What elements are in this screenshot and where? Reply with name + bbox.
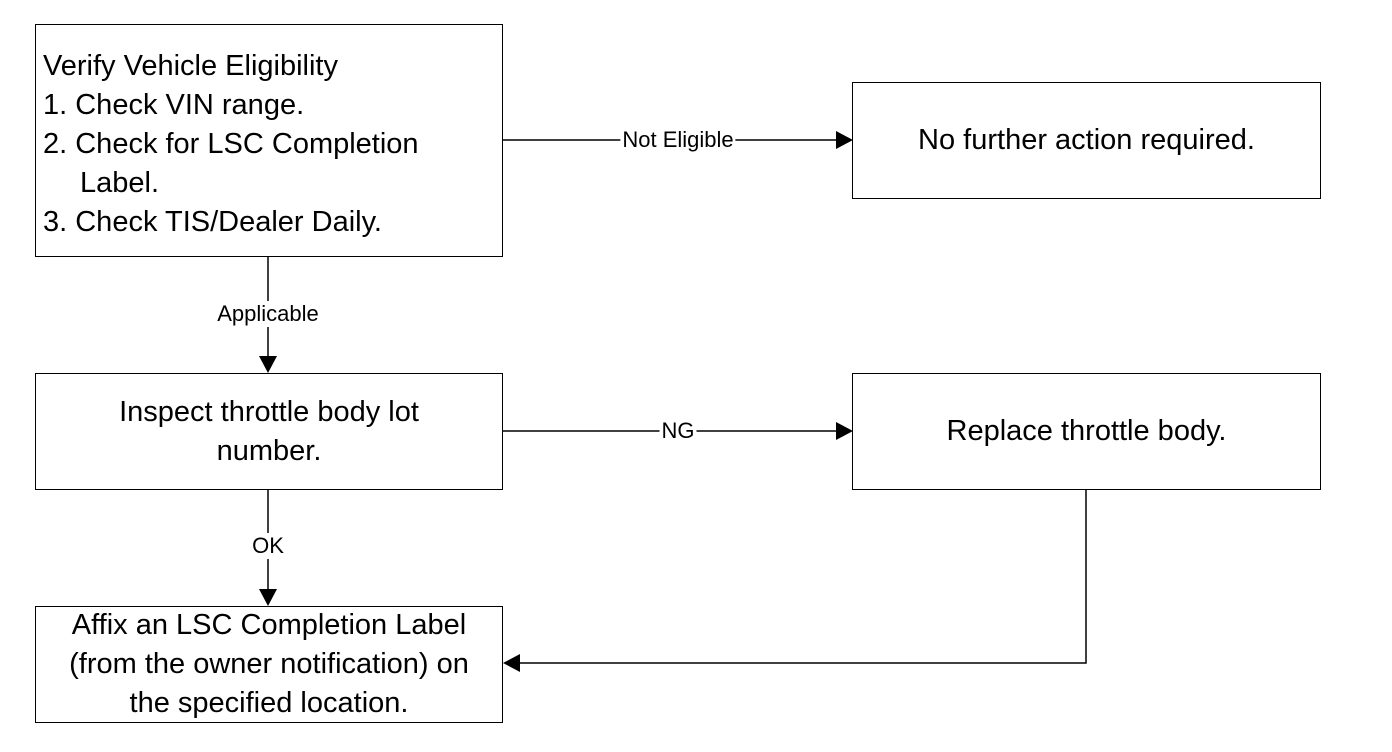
arrowhead-ng	[836, 422, 853, 440]
affix-text-line-2: (from the owner notification) on	[69, 648, 469, 680]
edge-label-ng: NG	[659, 418, 697, 444]
edge-label-not-eligible: Not Eligible	[620, 127, 736, 153]
edge-replace-to-affix-line	[520, 489, 1087, 664]
verify-step-3: 3. Check TIS/Dealer Daily.	[43, 206, 382, 238]
edge-label-applicable: Applicable	[215, 301, 321, 327]
verify-step-1: 1. Check VIN range.	[43, 89, 305, 121]
edge-label-ok: OK	[250, 533, 286, 559]
inspect-throttle-body-box: Inspect throttle body lot number.	[35, 373, 503, 490]
verify-step-2: 2. Check for LSC Completion	[43, 128, 419, 160]
arrowhead-not-eligible	[836, 131, 853, 149]
inspect-text-line-1: Inspect throttle body lot	[119, 395, 419, 428]
arrowhead-applicable	[259, 356, 277, 373]
arrowhead-replace-to-affix	[503, 654, 520, 672]
no-further-action-text: No further action required.	[918, 124, 1255, 156]
verify-eligibility-title: Verify Vehicle Eligibility	[43, 50, 338, 82]
verify-step-2-continued: Label.	[80, 167, 160, 199]
affix-text-line-1: Affix an LSC Completion Label	[71, 609, 467, 641]
replace-throttle-body-box: Replace throttle body.	[852, 373, 1321, 490]
arrowhead-ok	[259, 589, 277, 606]
affix-text-line-3: the specified location.	[129, 687, 409, 719]
verify-eligibility-box: Verify Vehicle Eligibility 1. Check VIN …	[35, 24, 503, 257]
replace-throttle-body-text: Replace throttle body.	[946, 415, 1227, 447]
inspect-text-line-2: number.	[216, 434, 322, 467]
no-further-action-box: No further action required.	[852, 82, 1321, 199]
affix-completion-label-box: Affix an LSC Completion Label (from the …	[35, 606, 503, 723]
